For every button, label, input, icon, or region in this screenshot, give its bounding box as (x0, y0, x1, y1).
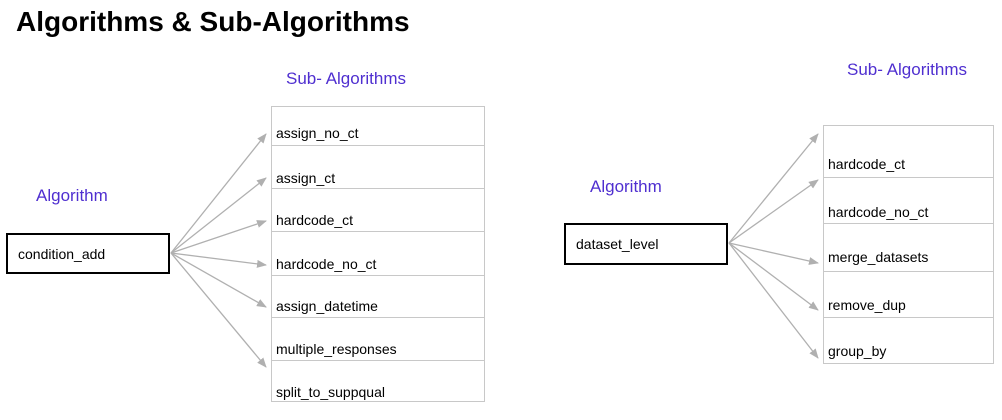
left-sub-algorithm-label: assign_no_ct (276, 125, 359, 141)
left-sub-algorithm-row: hardcode_ct (272, 188, 484, 231)
page-title: Algorithms & Sub-Algorithms (16, 6, 410, 37)
right-algorithm-box: dataset_level (564, 223, 728, 265)
left-algorithm-label: Algorithm (36, 186, 108, 205)
left-sub-algorithm-label: assign_ct (276, 170, 336, 186)
arrow-to-hardcode-ct (170, 220, 267, 254)
right-sub-algorithm-label: merge_datasets (828, 249, 929, 265)
right-sub-algorithm-label: group_by (828, 343, 887, 359)
left-algorithm-box: condition_add (6, 233, 170, 274)
left-sub-algorithm-label: hardcode_no_ct (276, 256, 377, 272)
left-sub-algorithm-row: assign_datetime (272, 275, 484, 317)
right-sub-algorithm-table: hardcode_ct hardcode_no_ct merge_dataset… (823, 125, 994, 364)
right-sub-algorithm-label: hardcode_ct (828, 156, 906, 172)
arrow-to-r-hardcode-no-ct (728, 179, 819, 244)
arrow-to-r-group-by (728, 242, 819, 359)
arrow-to-multiple-responses (170, 252, 267, 368)
left-sub-algorithm-row: assign_no_ct (272, 107, 484, 145)
right-algorithm-name: dataset_level (576, 236, 659, 252)
arrow-to-r-remove-dup (728, 242, 819, 311)
right-sub-algorithms-label: Sub- Algorithms (847, 60, 967, 79)
left-sub-algorithm-label: multiple_responses (276, 341, 397, 357)
arrow-to-hardcode-no-ct (170, 252, 267, 268)
right-sub-algorithm-row: merge_datasets (824, 223, 993, 271)
left-sub-algorithms-label: Sub- Algorithms (286, 69, 406, 88)
left-sub-algorithm-label: hardcode_ct (276, 212, 354, 228)
right-algorithm-label: Algorithm (590, 177, 662, 196)
left-algorithm-name: condition_add (18, 245, 106, 262)
left-sub-algorithm-row: hardcode_no_ct (272, 231, 484, 275)
right-sub-algorithm-label: remove_dup (828, 297, 906, 313)
arrow-to-r-hardcode-ct (728, 133, 819, 244)
left-sub-algorithm-row: split_to_suppqual (272, 360, 484, 403)
right-sub-algorithm-row: hardcode_ct (824, 126, 993, 177)
right-sub-algorithm-row: group_by (824, 317, 993, 365)
left-sub-algorithm-label: assign_datetime (276, 298, 378, 314)
arrow-to-assign-datetime (170, 252, 267, 308)
left-sub-algorithm-row: multiple_responses (272, 317, 484, 360)
arrow-to-assign-ct (170, 177, 267, 254)
arrow-to-assign-no-ct (170, 133, 267, 254)
right-sub-algorithm-row: remove_dup (824, 271, 993, 317)
right-sub-algorithm-row: hardcode_no_ct (824, 177, 993, 223)
left-sub-algorithm-table: assign_no_ct assign_ct hardcode_ct hardc… (271, 106, 485, 402)
left-sub-algorithm-label: split_to_suppqual (276, 384, 385, 400)
arrow-to-r-merge-datasets (728, 242, 819, 265)
left-sub-algorithm-row: assign_ct (272, 145, 484, 188)
right-sub-algorithm-label: hardcode_no_ct (828, 204, 929, 220)
